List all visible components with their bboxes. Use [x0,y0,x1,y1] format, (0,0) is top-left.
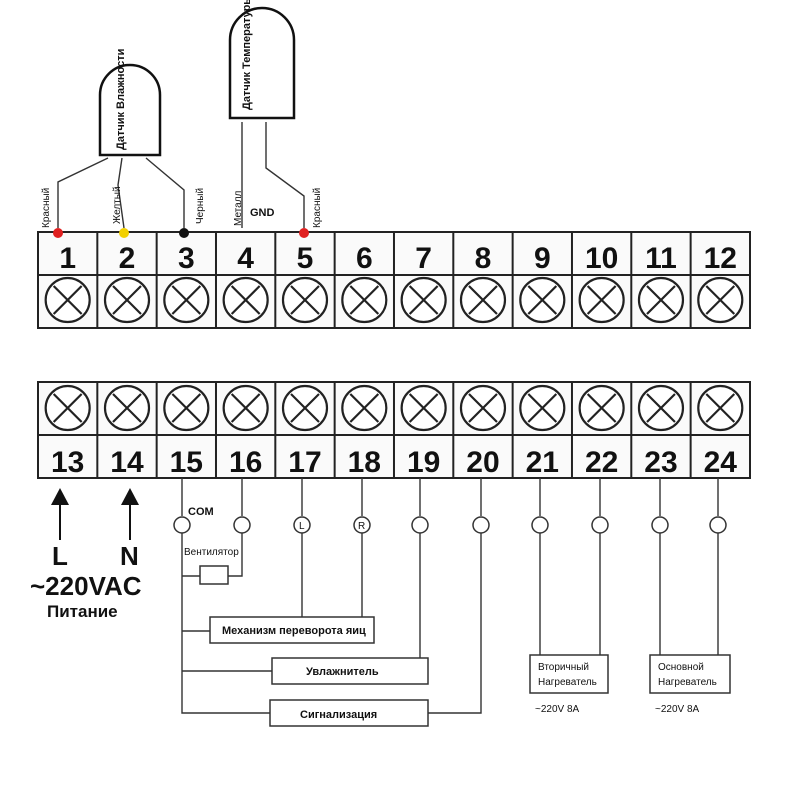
alarm-label: Сигнализация [300,709,377,721]
terminal-number: 22 [585,446,618,479]
main-heater-line2: Нагреватель [658,677,717,688]
humidifier-box [271,657,429,685]
terminal-16-circle [233,516,251,534]
bottom-terminal-block: 13 14 15 16 17 18 19 20 21 22 23 24 [37,381,751,479]
terminal-number: 7 [415,242,432,275]
power-label: Питание [47,602,118,621]
top-terminal-7: 7 [392,232,447,328]
temperature-metal-label: Металл [233,190,244,226]
terminal-number: 12 [704,242,737,275]
bottom-terminal-19: 19 [392,382,447,479]
red-wire-dot [53,228,63,238]
temperature-sensor-title: Датчик Температуры [241,0,253,110]
fan-box [199,565,229,585]
terminal-number: 13 [51,446,84,479]
secondary-heater-line2: Нагреватель [538,677,597,688]
terminal-number: 14 [110,446,144,479]
terminal-19-circle [411,516,429,534]
temp-red-wire-dot [299,228,309,238]
terminal-22-circle [591,516,609,534]
terminal-21-circle [531,516,549,534]
terminal-24-circle [709,516,727,534]
top-terminal-3: 3 [155,232,210,328]
fan-label: Вентилятор [184,547,239,558]
top-terminal-12: 12 [689,232,744,328]
com-label: COM [188,506,214,518]
terminal-number: 8 [475,242,492,275]
terminal-number: 5 [297,242,314,275]
humidity-sensor: Датчик Влажности Красный Желтый Черный [41,49,206,238]
terminal-number: 3 [178,242,195,275]
alarm-box [269,699,429,727]
power-input: L N ~220VAC Питание [30,488,142,621]
bottom-terminal-22: 22 [570,382,625,479]
black-wire-dot [179,228,189,238]
bottom-terminal-24: 24 [689,382,744,479]
terminal-number: 21 [526,446,559,479]
top-terminal-8: 8 [452,232,507,328]
terminal-number: 19 [407,446,440,479]
top-terminal-9: 9 [511,232,566,328]
top-terminal-4: 4 [214,232,269,328]
top-terminal-5: 5 [274,232,329,328]
bottom-terminal-21: 21 [511,382,566,479]
temperature-red-label: Красный [312,188,323,228]
yellow-wire-dot [119,228,129,238]
terminal-number: 9 [534,242,551,275]
humidity-yellow-label: Желтый [112,186,123,224]
bottom-terminal-23: 23 [630,382,685,479]
terminal-number: 10 [585,242,618,275]
bottom-terminal-15: 15 [155,382,210,479]
top-terminal-10: 10 [570,232,625,328]
terminal-number: 1 [59,242,76,275]
terminal-number: 20 [466,446,499,479]
secondary-heater-line1: Вторичный [538,662,589,673]
top-terminal-2: 2 [96,232,151,328]
terminal-number: 16 [229,446,262,479]
device-wiring: L R COM Вентилятор Механизм переворота я… [173,478,731,727]
terminal-number: 6 [356,242,373,275]
terminal-number: 18 [348,446,381,479]
power-n-label: N [120,541,139,571]
terminal-number: 24 [704,446,738,479]
right-marker: R [358,521,365,532]
main-heater-box [649,654,731,694]
bottom-terminal-14: 14 [96,382,151,479]
bottom-terminal-16: 16 [214,382,269,479]
humidity-sensor-title-1: Датчик Влажности [115,49,127,150]
left-marker: L [299,521,305,532]
secondary-heater-box [529,654,609,694]
bottom-terminal-13: 13 [44,384,91,479]
power-voltage-label: ~220VAC [30,571,142,601]
terminal-number: 4 [237,242,254,275]
bottom-terminal-20: 20 [452,382,507,479]
egg-turner-label: Механизм переворота яиц [222,625,366,637]
terminal-23-circle [651,516,669,534]
terminal-number: 11 [645,242,677,275]
power-l-label: L [52,541,68,571]
terminal-20-circle [472,516,490,534]
secondary-heater-rating: ~220V 8A [535,704,580,715]
top-terminal-6: 6 [333,232,388,328]
bottom-terminal-17: 17 [274,382,329,479]
main-heater-line1: Основной [658,662,704,673]
humidifier-label: Увлажнитель [306,666,379,678]
terminal-number: 2 [119,242,136,275]
terminal-number: 15 [170,446,203,479]
egg-turner-box [209,616,375,644]
main-heater-rating: ~220V 8A [655,704,700,715]
terminal-15-circle [173,516,191,534]
top-terminal-1: 1 [44,242,91,324]
terminal-number: 23 [644,446,677,479]
temperature-sensor: Датчик Температуры Металл GND Красный [228,0,323,238]
humidity-black-label: Черный [195,188,206,224]
humidity-red-label: Красный [41,188,52,228]
gnd-label: GND [250,207,275,219]
bottom-terminal-18: 18 [333,382,388,479]
terminal-number: 17 [288,446,321,479]
top-terminal-11: 11 [630,232,685,328]
